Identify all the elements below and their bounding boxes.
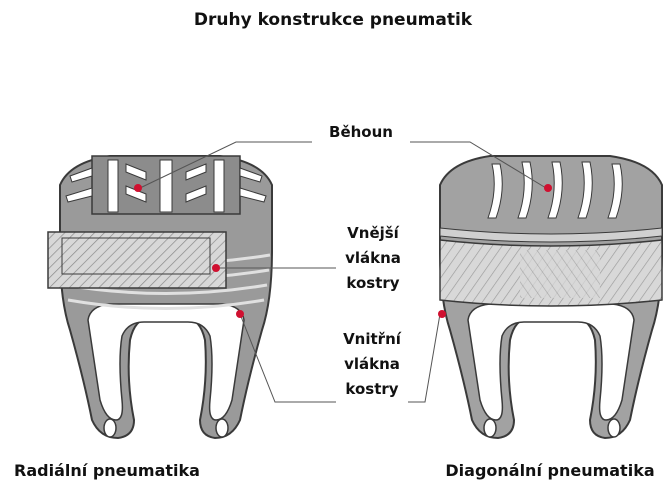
radial-tire-cavity bbox=[88, 304, 244, 420]
radial-bead-right bbox=[216, 419, 228, 437]
radial-tire bbox=[48, 156, 272, 438]
marker-radial-inner-ply bbox=[236, 310, 244, 318]
marker-radial-tread bbox=[134, 184, 142, 192]
callout-tread: Běhoun bbox=[329, 123, 393, 141]
marker-diagonal-tread bbox=[544, 184, 552, 192]
callout-outer-ply-line-3: kostry bbox=[346, 274, 399, 292]
diagonal-bead-left bbox=[484, 419, 496, 437]
callout-inner-ply-line-3: kostry bbox=[345, 380, 398, 398]
callout-inner-ply-line-1: Vnitřní bbox=[343, 330, 402, 348]
caption-diagonal: Diagonální pneumatika bbox=[445, 461, 654, 480]
diagonal-tire-cavity bbox=[468, 304, 634, 420]
radial-ply-area bbox=[48, 232, 226, 288]
diagonal-bead-right bbox=[608, 419, 620, 437]
caption-radial: Radiální pneumatika bbox=[14, 461, 200, 480]
radial-bead-left bbox=[104, 419, 116, 437]
marker-diagonal-inner-ply bbox=[438, 310, 446, 318]
callout-outer-ply-line-2: vlákna bbox=[345, 249, 401, 267]
callout-inner-ply-line-2: vlákna bbox=[344, 355, 400, 373]
diagram-title: Druhy konstrukce pneumatik bbox=[194, 10, 473, 30]
callout-outer-ply-line-1: Vnější bbox=[347, 224, 400, 242]
marker-radial-outer-ply bbox=[212, 264, 220, 272]
diagonal-tire bbox=[440, 156, 662, 438]
